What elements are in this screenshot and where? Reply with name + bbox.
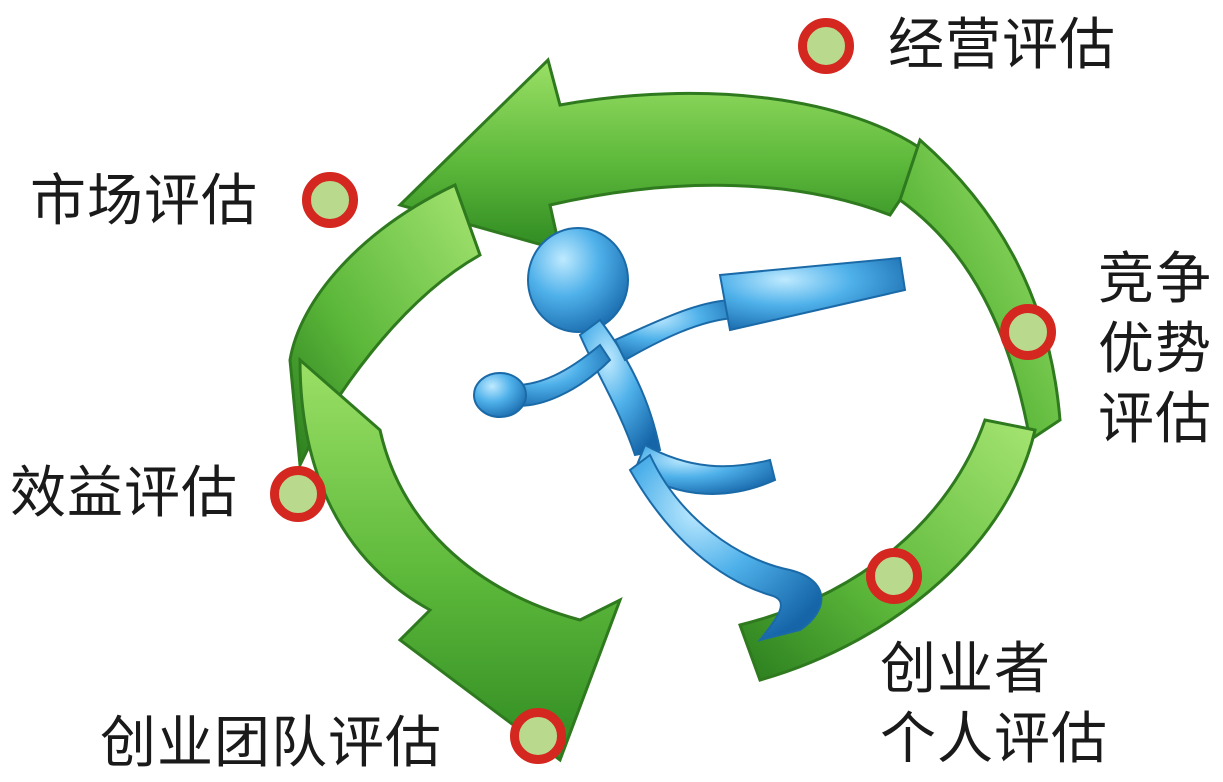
node-business-evaluation xyxy=(798,18,854,74)
label-competitive-line2: 优势 xyxy=(1098,317,1212,382)
right-cycle-band xyxy=(898,137,1062,443)
upper-cycle-arrow xyxy=(397,57,933,253)
label-founder-line2: 个人评估 xyxy=(880,707,1108,772)
node-competitive-advantage-evaluation xyxy=(1000,304,1056,360)
label-benefit-evaluation: 效益评估 xyxy=(10,461,238,526)
node-market-evaluation xyxy=(302,172,358,228)
lower-cycle-arrow xyxy=(298,356,623,763)
node-benefit-evaluation xyxy=(270,466,326,522)
label-competitive-line1: 竞争 xyxy=(1098,247,1212,312)
label-competitive-line3: 评估 xyxy=(1098,387,1212,452)
node-team-evaluation xyxy=(510,708,566,764)
label-business-evaluation: 经营评估 xyxy=(888,13,1116,78)
label-team-evaluation: 创业团队评估 xyxy=(100,711,442,776)
label-market-evaluation: 市场评估 xyxy=(30,169,258,234)
node-founder-personal-evaluation xyxy=(866,548,922,604)
running-person-with-briefcase-icon xyxy=(473,227,907,642)
label-founder-line1: 创业者 xyxy=(880,637,1051,702)
